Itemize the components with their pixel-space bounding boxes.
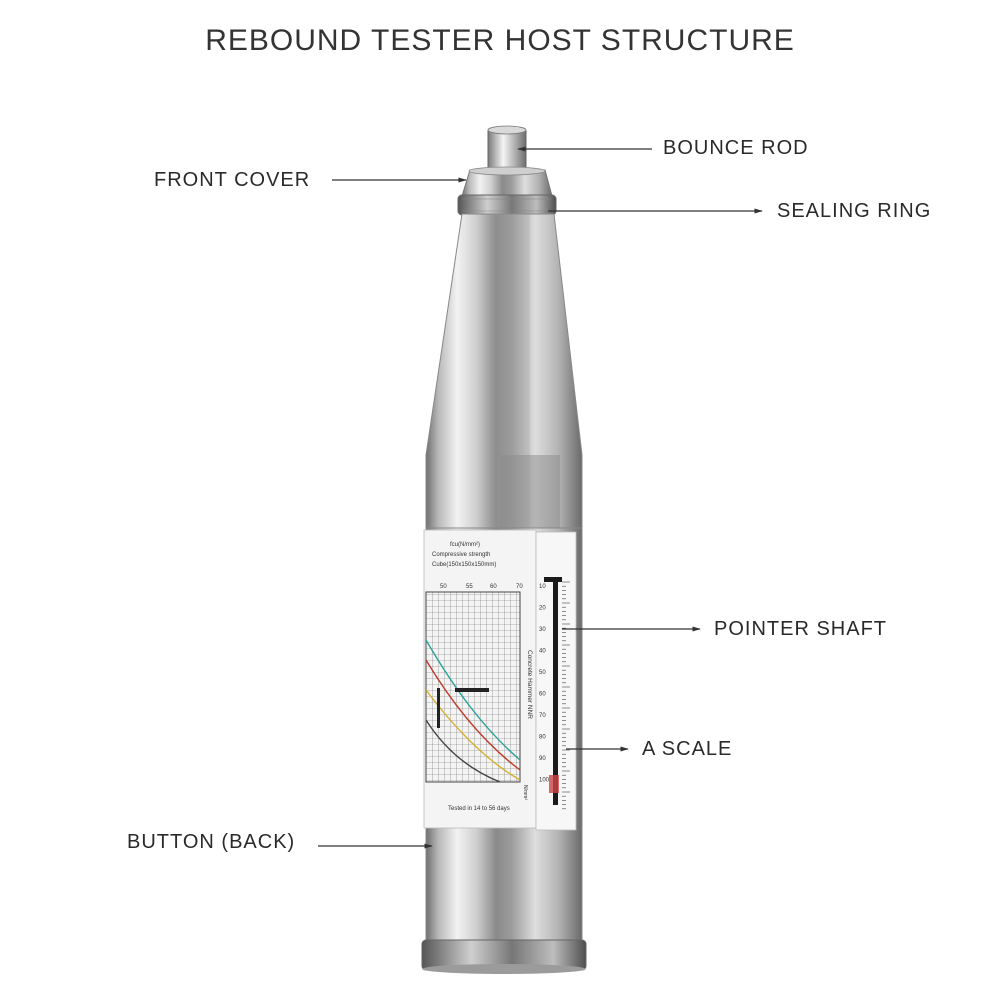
sticker-line-3: Cube(150x150x150mm) — [432, 562, 496, 568]
sealing-ring — [457, 194, 557, 216]
label-front-cover: FRONT COVER — [154, 169, 311, 191]
page-title: REBOUND TESTER HOST STRUCTURE — [205, 24, 795, 57]
sticker-line-1: fcu(N/mm²) — [450, 542, 480, 548]
a-scale-ticks — [562, 581, 570, 810]
label-button-back: BUTTON (BACK) — [127, 831, 296, 853]
a-scale-number: 30 — [539, 627, 546, 633]
a-scale-number: 10 — [539, 584, 546, 590]
sticker-top-ticks: 50 55 60 70 — [440, 584, 523, 590]
label-pointer-shaft: POINTER SHAFT — [714, 618, 888, 640]
sticker-tick-label: 70 — [516, 584, 523, 590]
a-scale-number: 20 — [539, 606, 546, 612]
label-a-scale: A SCALE — [642, 738, 733, 760]
a-scale-number: 40 — [539, 649, 546, 655]
a-scale-number: 80 — [539, 735, 546, 741]
a-scale-numbers: 10 20 30 40 50 60 70 80 90 100 — [539, 584, 550, 784]
a-scale-number: 70 — [539, 713, 546, 719]
sticker-footer: Tested in 14 to 56 days — [448, 806, 510, 812]
a-scale-number: 60 — [539, 692, 546, 698]
sticker-brand: Concrete Hammer NNR — [526, 650, 533, 719]
label-bounce-rod: BOUNCE ROD — [663, 137, 809, 159]
a-scale-number: 50 — [539, 670, 546, 676]
sticker-tick-label: 50 — [440, 584, 447, 590]
sticker-corner: N/mm² — [522, 785, 528, 800]
sticker-tick-label: 60 — [490, 584, 497, 590]
sticker-line-2: Compressive strength — [432, 552, 490, 558]
sticker-tick-label: 55 — [466, 584, 473, 590]
pointer-shaft — [553, 577, 558, 805]
a-scale-number: 100 — [539, 778, 550, 784]
label-sealing-ring: SEALING RING — [777, 200, 932, 222]
a-scale-number: 90 — [539, 756, 546, 762]
